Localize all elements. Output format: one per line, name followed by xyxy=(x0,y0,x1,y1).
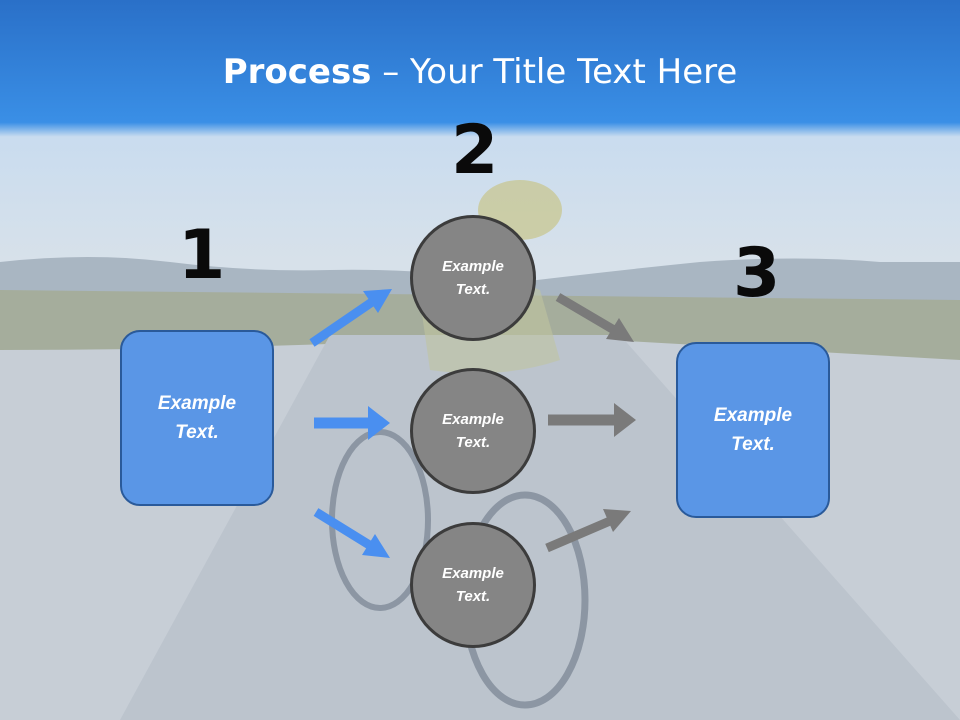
gray-arrow-right xyxy=(548,403,636,437)
step-number-2: 2 xyxy=(451,111,499,190)
process-circle-middle: Example Text. xyxy=(410,368,536,494)
gray-arrow-up xyxy=(545,509,631,553)
title-bold: Process xyxy=(222,52,372,92)
right-process-box: Example Text. xyxy=(676,342,830,518)
title-rest: – Your Title Text Here xyxy=(371,52,738,92)
blue-arrow-down xyxy=(313,508,390,558)
step-number-1: 1 xyxy=(178,216,226,295)
process-circle-bottom: Example Text. xyxy=(410,522,536,648)
gray-arrow-down xyxy=(555,293,634,342)
step-number-3: 3 xyxy=(733,234,781,313)
left-process-box: Example Text. xyxy=(120,330,274,506)
blue-arrow-up xyxy=(309,289,392,347)
process-circle-top: Example Text. xyxy=(410,215,536,341)
slide-title: Process – Your Title Text Here xyxy=(0,52,960,92)
blue-arrow-right xyxy=(314,406,390,440)
